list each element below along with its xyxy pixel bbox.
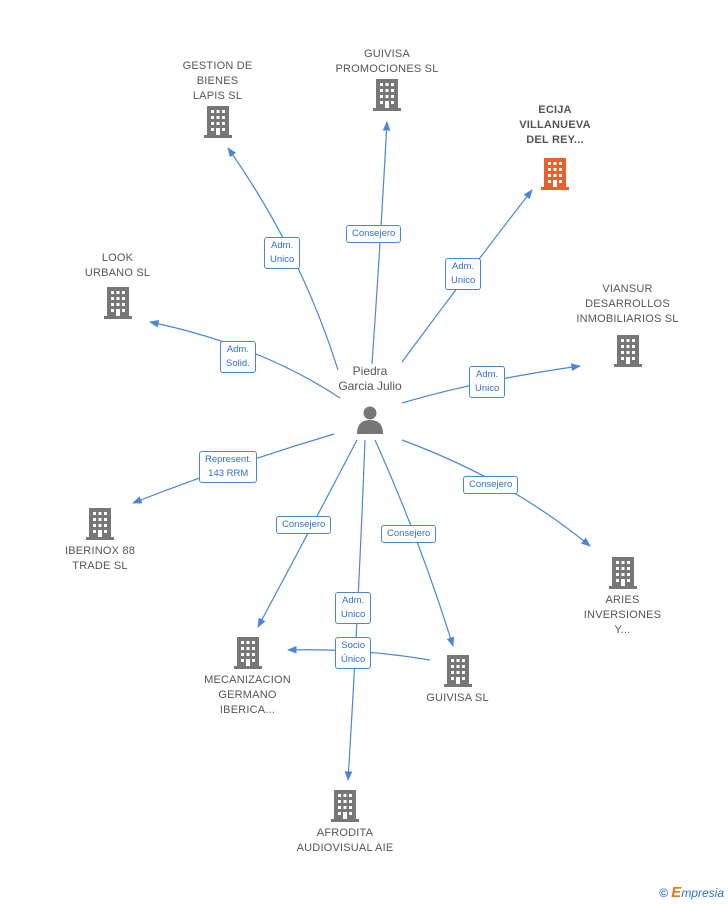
company-label: GESTION DE BIENES LAPIS SL [182,60,253,102]
company-node-gestion[interactable]: GESTION DE BIENES LAPIS SL [160,59,275,138]
building-icon [373,79,401,111]
relation-tag-look[interactable]: Adm. Solid. [220,341,256,373]
building-icon [86,508,114,540]
building-icon-highlight [541,158,569,190]
relation-tag-gestion[interactable]: Adm. Unico [264,237,301,269]
relation-tag-ecija[interactable]: Adm. Unico [445,258,482,290]
company-node-aries[interactable]: ARIES INVERSIONES Y... [570,555,675,638]
company-label: ARIES INVERSIONES Y... [583,594,662,636]
building-icon [613,335,642,367]
brand-initial: E [671,884,682,901]
company-label: VIANSUR DESARROLLOS INMOBILIARIOS SL [576,283,679,325]
building-icon [443,655,472,687]
company-label: GUIVISA PROMOCIONES SL [335,48,439,75]
company-label: AFRODITA AUDIOVISUAL AIE [296,827,394,854]
edge-guivisa-prom [371,121,391,365]
building-icon [608,557,637,589]
relation-tag-aries[interactable]: Consejero [463,476,519,494]
company-label: MECANIZACION GERMANO IBERICA... [204,674,291,716]
company-node-iberinox[interactable]: IBERINOX 88 TRADE SL [45,506,155,574]
brand-name: mpresia [681,886,724,900]
relation-tag-guivisa[interactable]: Consejero [381,525,437,543]
relation-tag-afrodita[interactable]: Adm. Unico [335,592,372,624]
company-label: LOOK URBANO SL [84,252,151,279]
building-icon [103,287,132,319]
company-node-guivisa-promociones[interactable]: GUIVISA PROMOCIONES SL [322,47,452,111]
building-icon [233,637,262,669]
relation-tag-mecanizacion[interactable]: Consejero [276,516,332,534]
edge-guivisa [374,439,455,647]
company-node-guivisa[interactable]: GUIVISA SL [410,653,505,706]
company-node-look[interactable]: LOOK URBANO SL [70,251,165,319]
relation-tag-iberinox[interactable]: Represent. 143 RRM [199,451,258,483]
company-node-viansur[interactable]: VIANSUR DESARROLLOS INMOBILIARIOS SL [565,282,690,367]
relation-tag-guivisa-promociones[interactable]: Consejero [346,225,402,243]
company-node-ecija[interactable]: ECIJA VILLANUEVA DEL REY... [500,103,610,190]
company-node-afrodita[interactable]: AFRODITA AUDIOVISUAL AIE [285,788,405,856]
copyright-icon: © [659,886,668,900]
company-label: ECIJA VILLANUEVA DEL REY... [519,104,591,146]
relation-tag-viansur[interactable]: Adm. Unico [469,366,506,398]
building-icon [331,790,359,822]
company-label: GUIVISA SL [426,692,489,704]
company-label: IBERINOX 88 TRADE SL [64,545,136,572]
relation-tag-socio-unico[interactable]: Socio Único [335,637,372,669]
building-icon [203,106,232,138]
person-icon[interactable] [355,404,385,434]
copyright-footer: © Empresia [659,884,724,901]
company-node-mecanizacion[interactable]: MECANIZACION GERMANO IBERICA... [190,635,305,718]
center-person-label[interactable]: Piedra Garcia Julio [338,364,402,393]
